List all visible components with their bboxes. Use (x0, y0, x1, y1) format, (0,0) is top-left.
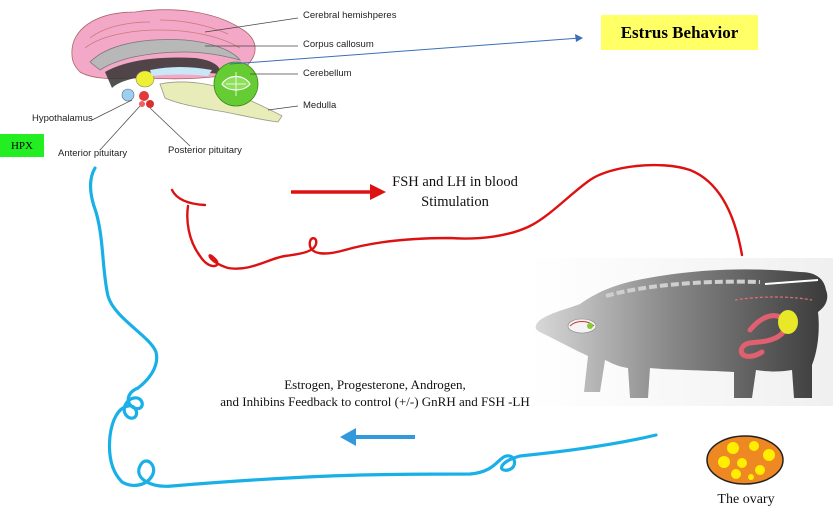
estrus-arrow (229, 34, 583, 65)
stimulation-text: FSH and LH in blood Stimulation (360, 172, 550, 212)
label-posterior-pituitary: Posterior pituitary (168, 145, 242, 156)
stimulation-arrow (291, 184, 386, 200)
ovary-label: The ovary (717, 492, 775, 507)
label-medulla: Medulla (303, 100, 337, 111)
label-corpus-callosum: Corpus callosum (303, 39, 374, 50)
estrus-behavior-label: Estrus Behavior (601, 15, 758, 50)
feedback-line-2: and Inhibins Feedback to control (+/-) G… (220, 394, 530, 409)
stimulation-line-1: FSH and LH in blood (392, 174, 518, 190)
hpx-badge: HPX (0, 134, 44, 157)
feedback-line-1: Estrogen, Progesterone, Androgen, (284, 377, 466, 392)
label-hypothalamus: Hypothalamus (32, 113, 93, 124)
pig-illustration (528, 258, 833, 406)
feedback-text: Estrogen, Progesterone, Androgen, and In… (180, 376, 570, 410)
label-cerebellum: Cerebellum (303, 68, 352, 79)
label-anterior-pituitary: Anterior pituitary (58, 148, 128, 159)
brain-illustration (71, 9, 299, 151)
stimulation-path (170, 163, 744, 270)
ovary-illustration (706, 435, 784, 485)
feedback-path (89, 166, 658, 488)
feedback-arrow (340, 428, 415, 446)
stimulation-line-2: Stimulation (421, 194, 489, 210)
label-cerebral-hemispheres: Cerebral hemishperes (303, 10, 397, 21)
